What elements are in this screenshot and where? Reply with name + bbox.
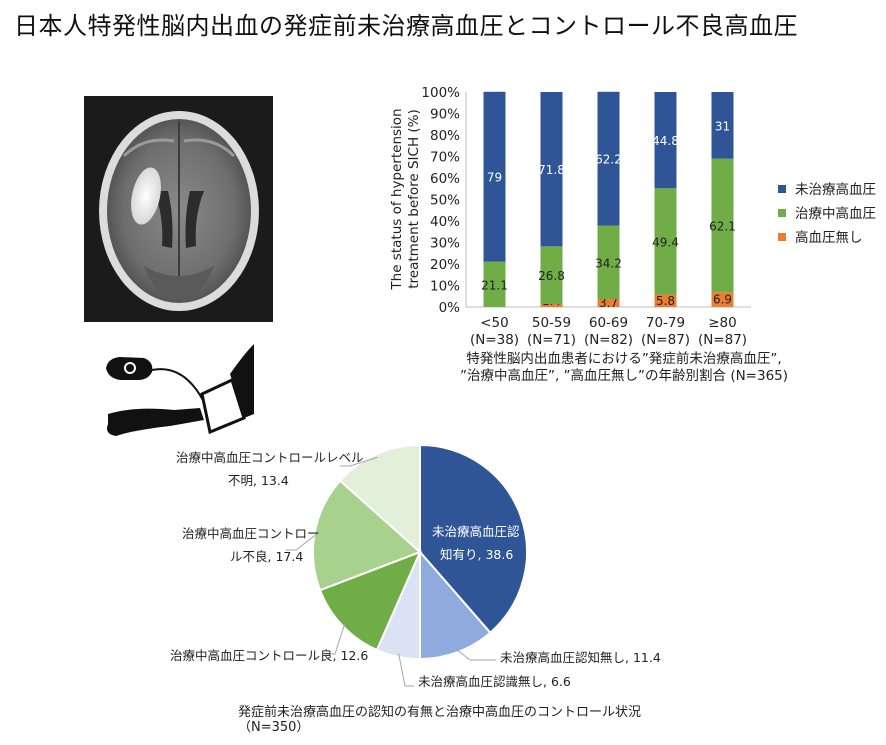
bar-data-label: 3.7 (599, 296, 618, 310)
legend-swatch (778, 185, 786, 193)
pie-label: 未治療高血圧認 (432, 524, 520, 539)
legend-label: 未治療高血圧 (795, 181, 876, 198)
pie-leader-line (286, 532, 319, 551)
pie-leader-line (456, 648, 496, 661)
x-tick-label: 70-79 (646, 315, 685, 331)
pie-slice (318, 550, 422, 652)
pie-label: ル不良, 17.4 (230, 549, 303, 564)
bar-data-label: 62.2 (595, 153, 622, 167)
y-tick-label: 10% (430, 279, 460, 295)
pie-caption-line1: 発症前未治療高血圧の認知の有無と治療中高血圧のコントロール状況 (238, 705, 642, 720)
bar-segment (711, 92, 734, 159)
x-tick-label: 60-69 (589, 315, 628, 331)
bar-data-label: 62.1 (709, 219, 736, 233)
x-tick-count: (N=71) (527, 332, 576, 348)
legend-label: 高血圧無し (795, 229, 863, 246)
bar-caption-line1: 特発性脳内出血患者における”発症前未治療高血圧”, (466, 351, 782, 367)
bar-caption-line2: ”治療中高血圧”, ”高血圧無し”の年齢別割合 (N=365) (459, 368, 789, 384)
bar-segment (483, 261, 506, 307)
pie-label: 未治療高血圧認識無し, 6.6 (418, 674, 571, 689)
x-tick-label: ≥80 (708, 315, 737, 331)
pie-label: 知有り, 38.6 (440, 547, 513, 562)
pie-slice (419, 549, 492, 661)
bar-data-label: 5.8 (656, 294, 675, 308)
x-tick-label: 50-59 (532, 315, 571, 331)
pie-slice (338, 443, 421, 555)
blood-pressure-cuff-icon (104, 344, 254, 440)
stacked-bar-chart: The status of hypertension treatment bef… (389, 85, 876, 348)
bar-segment (540, 246, 563, 304)
bar-segment (540, 92, 563, 247)
x-tick-count: (N=38) (470, 332, 519, 348)
y-tick-label: 40% (430, 214, 460, 230)
bar-segment (597, 91, 620, 226)
bar-segment (654, 188, 677, 295)
pie-chart-caption: 発症前未治療高血圧の認知の有無と治療中高血圧のコントロール状況 （N=350） (238, 705, 658, 735)
pie-label: 治療中高血圧コントロー (182, 526, 320, 541)
y-tick-label: 70% (430, 150, 460, 166)
bar-chart-caption: 特発性脳内出血患者における”発症前未治療高血圧”, ”治療中高血圧”, ”高血圧… (444, 351, 804, 385)
bar-data-label: 21.1 (481, 278, 508, 292)
y-tick-label: 100% (421, 85, 460, 101)
bar-data-label: 79 (487, 171, 502, 185)
y-axis-label-line1: The status of hypertension (389, 108, 405, 290)
bar-data-label: 31 (715, 119, 730, 133)
bar-segment (711, 158, 734, 293)
x-tick-count: (N=87) (698, 332, 747, 348)
pie-label: 不明, 13.4 (228, 473, 289, 488)
pie-leader-line (398, 653, 414, 687)
y-tick-label: 90% (430, 107, 460, 123)
bar-segment (654, 294, 677, 307)
legend-swatch (778, 233, 786, 241)
y-tick-label: 50% (430, 193, 460, 209)
bar-segment (597, 299, 620, 307)
y-tick-label: 80% (430, 128, 460, 144)
bar-segment (597, 225, 620, 300)
bar-data-label: 44.8 (652, 134, 679, 148)
legend-label: 治療中高血圧 (795, 205, 876, 222)
bar-data-label: 71.8 (538, 163, 565, 177)
pie-label: 未治療高血圧認知無し, 11.4 (500, 650, 661, 665)
x-tick-label: <50 (480, 315, 509, 331)
pie-caption-line2: （N=350） (238, 720, 310, 735)
y-tick-label: 0% (439, 300, 461, 316)
page-title: 日本人特発性脳内出血の発症前未治療高血圧とコントロール不良高血圧 (14, 12, 798, 40)
pie-leader-line (340, 456, 378, 467)
pie-leader-line (325, 623, 346, 655)
bar-data-label: 26.8 (538, 269, 565, 283)
bar-data-label: 6.9 (713, 293, 732, 307)
y-tick-label: 30% (430, 236, 460, 252)
bar-data-label: 49.4 (652, 235, 679, 249)
bar-segment (483, 91, 506, 262)
y-tick-label: 20% (430, 257, 460, 273)
bar-data-label: 34.2 (595, 256, 622, 270)
bar-segment (711, 292, 734, 307)
pie-label: 治療中高血圧コントロールレベル (176, 450, 364, 465)
bar-segment (540, 303, 563, 307)
pie-slice (312, 479, 422, 592)
brain-ct-scan-image (84, 96, 273, 322)
y-tick-label: 60% (430, 171, 460, 187)
x-tick-count: (N=87) (641, 332, 690, 348)
y-axis-label-line2: treatment before SICH (%) (406, 109, 422, 289)
bar-segment (654, 92, 677, 189)
pie-label: 治療中高血圧コントロール良, 12.6 (170, 648, 368, 663)
x-tick-count: (N=82) (584, 332, 633, 348)
pie-slice (419, 443, 528, 635)
legend-swatch (778, 209, 786, 217)
